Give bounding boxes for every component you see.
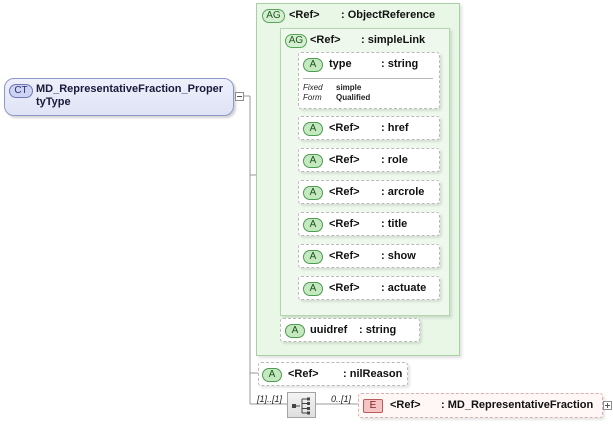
form-label: Form (303, 93, 322, 102)
show-attribute-badge: A (303, 250, 323, 264)
title-attribute-badge: A (303, 218, 323, 232)
actuate-attribute[interactable]: A <Ref> : actuate (298, 276, 440, 300)
show-attribute[interactable]: A <Ref> : show (298, 244, 440, 268)
actuate-attribute-name: : actuate (381, 282, 427, 294)
type-attribute-name: type (329, 58, 352, 70)
simple-link-ref: <Ref> (310, 34, 341, 46)
show-attribute-ref: <Ref> (329, 250, 360, 262)
href-attribute-name: : href (381, 122, 409, 134)
role-attribute-badge: A (303, 154, 323, 168)
title-attribute[interactable]: A <Ref> : title (298, 212, 440, 236)
arcrole-attribute-ref: <Ref> (329, 186, 360, 198)
actuate-attribute-badge: A (303, 282, 323, 296)
type-attribute-badge: A (303, 58, 323, 72)
fixed-label: Fixed (303, 83, 323, 92)
arcrole-attribute-name: : arcrole (381, 186, 425, 198)
type-attribute[interactable]: A type : string Fixed simple Form Qualif… (298, 52, 440, 109)
nil-reason-attribute-name: : nilReason (343, 368, 403, 380)
sequence-occurrence: [1]..[1] (257, 394, 283, 404)
type-attribute-divider (303, 78, 433, 79)
element-occurrence: 0..[1] (331, 394, 352, 404)
role-attribute-ref: <Ref> (329, 154, 360, 166)
role-attribute[interactable]: A <Ref> : role (298, 148, 440, 172)
complex-type-name-line1: MD_RepresentativeFraction_Proper (36, 83, 224, 95)
arcrole-attribute-badge: A (303, 186, 323, 200)
arcrole-attribute[interactable]: A <Ref> : arcrole (298, 180, 440, 204)
simple-link-badge: AG (285, 34, 307, 48)
nil-reason-attribute[interactable]: A <Ref> : nilReason (258, 362, 408, 386)
md-representative-fraction-element[interactable]: E <Ref> : MD_RepresentativeFraction (358, 393, 603, 418)
object-reference-badge: AG (262, 9, 285, 23)
complex-type-box[interactable]: CT MD_RepresentativeFraction_Proper tyTy… (4, 78, 234, 116)
href-attribute-ref: <Ref> (329, 122, 360, 134)
title-attribute-name: : title (381, 218, 408, 230)
show-attribute-name: : show (381, 250, 416, 262)
nil-reason-attribute-badge: A (262, 368, 282, 382)
href-attribute-badge: A (303, 122, 323, 136)
nil-reason-attribute-ref: <Ref> (288, 368, 319, 380)
object-reference-name: : ObjectReference (341, 9, 436, 21)
type-attribute-type: : string (381, 58, 419, 70)
complex-type-collapse-toggle[interactable] (235, 92, 244, 101)
object-reference-ref: <Ref> (289, 9, 320, 21)
simple-link-name: : simpleLink (361, 34, 426, 46)
actuate-attribute-ref: <Ref> (329, 282, 360, 294)
complex-type-name: MD_RepresentativeFraction_Proper tyType (36, 83, 223, 109)
sequence-compositor[interactable] (287, 392, 316, 418)
sequence-icon (292, 397, 310, 415)
element-expand-toggle[interactable] (603, 401, 612, 410)
element-name: : MD_RepresentativeFraction (441, 399, 594, 411)
complex-type-name-line2: tyType (36, 96, 71, 108)
uuidref-attribute-badge: A (285, 324, 305, 338)
element-ref: <Ref> (390, 399, 421, 411)
role-attribute-name: : role (381, 154, 408, 166)
href-attribute[interactable]: A <Ref> : href (298, 116, 440, 140)
uuidref-attribute[interactable]: A uuidref : string (280, 318, 420, 342)
uuidref-attribute-type: : string (359, 324, 397, 336)
complex-type-badge: CT (9, 84, 33, 98)
uuidref-attribute-name: uuidref (310, 324, 348, 336)
title-attribute-ref: <Ref> (329, 218, 360, 230)
element-badge: E (363, 399, 383, 413)
form-value: Qualified (336, 93, 371, 102)
fixed-value: simple (336, 83, 362, 92)
